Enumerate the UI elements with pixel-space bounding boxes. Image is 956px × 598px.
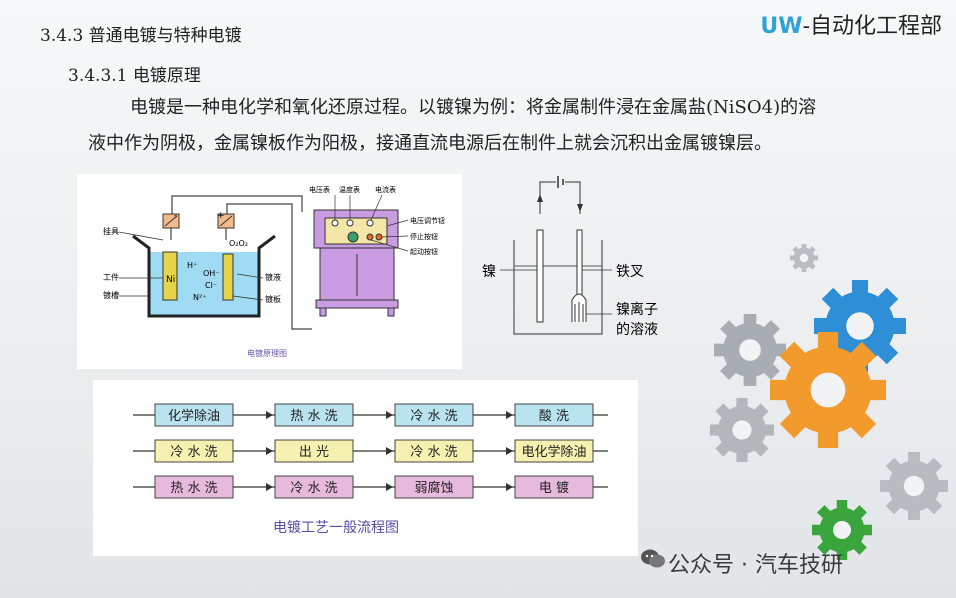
gray-gear-icon [714,314,786,386]
flow-step-box [274,475,354,499]
flow-step: 冷 水 洗 [274,475,354,499]
bath-label: 镀液 [265,272,281,282]
flow-step-label: 化学除油 [168,408,220,424]
principle-figure: - + Ni H⁺ OH⁻ Cl⁻ N²⁺ O₂O₂ 挂具 工件 镀槽 镀液 镀… [77,174,462,369]
flow-step-label: 电化学除油 [521,444,586,460]
voltage-knob-label: 电压调节钮 [410,216,445,225]
fork-figure: 镍 铁叉 镍离子 的溶液 [476,174,676,342]
flow-step-box [514,475,594,499]
flow-step: 电 镀 [514,475,594,499]
flow-step-label: 电 镀 [539,480,569,496]
flow-step-box [154,403,234,427]
brand-text: -自动化工程部 [802,14,942,39]
flow-step: 出 光 [274,439,354,463]
minus-label: - [174,211,177,221]
body-line-1: 电镀是一种电化学和氧化还原过程。以镀镍为例：将金属制件浸在金属盐(NiSO4)的… [130,97,817,118]
small-gear-icon [790,244,818,272]
gears-illustration [700,240,956,570]
principle-caption: 电镀原理图 [247,348,287,358]
flow-arrow-icon [266,447,273,455]
n-ion-label: N²⁺ [193,293,206,302]
flow-step: 酸 洗 [514,403,594,427]
section-heading: 3.4.3 普通电镀与特种电镀 [40,26,242,46]
thermometer-label: 温度表 [339,185,360,194]
workpiece-electrode [162,251,178,301]
flow-step-box [394,403,474,427]
flow-step-label: 冷 水 洗 [170,445,217,460]
process-flow-figure: 化学除油热 水 洗冷 水 洗酸 洗冷 水 洗出 光冷 水 洗电化学除油热 水 洗… [93,380,638,556]
flow-arrow-icon [266,411,273,419]
power-supply-cabinet [313,209,399,317]
ni-label: Ni [166,275,175,285]
flow-step: 电化学除油 [514,439,594,463]
flow-arrow-icon [386,411,393,419]
oh-ion-label: OH⁻ [203,269,220,278]
flow-step: 冷 水 洗 [394,439,474,463]
flow-step-box [394,439,474,463]
workpiece-label: 工件 [103,272,119,282]
account-watermark: 公众号 · 汽车技研 [668,553,843,578]
flow-step: 冷 水 洗 [154,439,234,463]
flow-step-box [274,439,354,463]
flow-step-label: 出 光 [299,445,329,460]
fork-label: 铁叉 [616,264,644,280]
flow-step-box [274,403,354,427]
cl-ion-label: Cl⁻ [205,281,217,290]
wechat-icon [640,548,666,574]
flow-arrow-icon [506,447,513,455]
flow-arrow-icon [506,483,513,491]
positive-terminal-icon [217,213,235,229]
flow-arrow-icon [386,447,393,455]
gray-gear-right-icon [880,452,948,520]
flow-step-box [514,439,594,463]
flow-step: 冷 水 洗 [394,403,474,427]
negative-terminal-icon [162,213,180,229]
body-line-2: 液中作为阴极，金属镍板作为阳极，接通直流电源后在制件上就会沉积出金属镀镍层。 [88,133,772,154]
flow-step: 热 水 洗 [274,403,354,427]
flow-step-label: 冷 水 洗 [290,481,337,496]
subsection-heading: 3.4.3.1 电镀原理 [68,66,201,86]
flow-caption: 电镀工艺一般流程图 [273,519,399,536]
flow-step-box [394,475,474,499]
flow-step-box [514,403,594,427]
start-button-label: 起动按钮 [410,247,438,256]
brand-uw: UW [760,14,803,39]
o2-label: O₂O₂ [229,239,248,248]
solution-label-line1: 镍离子 [616,301,658,318]
flow-step-label: 冷 水 洗 [410,445,457,460]
flow-arrow-icon [506,411,513,419]
ammeter-label: 电流表 [375,185,396,194]
flow-step-label: 酸 洗 [539,409,569,424]
orange-gear-icon [770,332,886,448]
nickel-plate-electrode [222,253,234,301]
nickel-rod [536,229,544,323]
brand-logo: UW-自动化工程部 [760,8,942,40]
flow-step: 热 水 洗 [154,475,234,499]
h-ion-label: H⁺ [187,261,197,270]
flow-arrow-icon [386,483,393,491]
stop-button-label: 停止按钮 [410,232,438,241]
flow-step-box [154,439,234,463]
tank-label: 镀槽 [103,290,119,300]
flow-step-box [154,475,234,499]
plate-label: 镀板 [265,294,281,304]
flow-step-label: 弱腐蚀 [414,481,453,496]
flow-step: 化学除油 [154,403,234,427]
flow-step-label: 冷 水 洗 [410,409,457,424]
gray-gear-left-icon [710,398,774,462]
voltmeter-label: 电压表 [309,185,330,194]
plus-label: + [217,211,225,221]
nickel-label: 镍 [482,264,496,280]
flow-step: 弱腐蚀 [394,475,474,499]
flow-step-label: 热 水 洗 [170,481,217,496]
flow-arrow-icon [266,483,273,491]
flow-step-label: 热 水 洗 [290,409,337,424]
hanger-label: 挂具 [103,226,119,236]
solution-label-line2: 的溶液 [616,322,658,338]
